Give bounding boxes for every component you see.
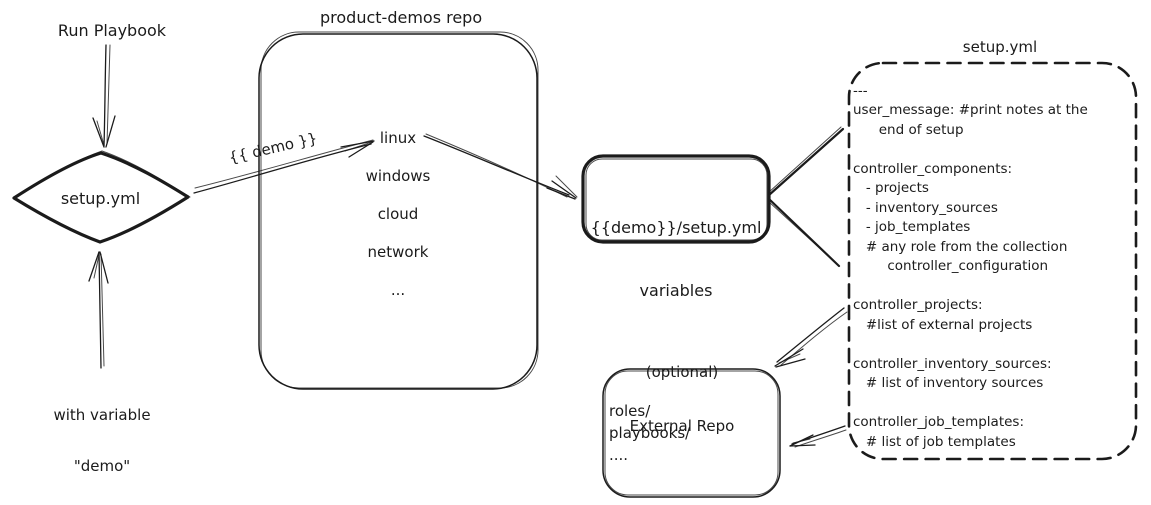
- external-repo-item-playbooks: playbooks/: [609, 424, 691, 442]
- external-repo-title: (optional) External Repo: [607, 327, 757, 471]
- yaml-line: controller_components:: [853, 160, 1013, 177]
- with-variable-line1: with variable: [53, 406, 151, 424]
- setup-file-title: setup.yml: [962, 38, 1038, 56]
- external-repo-shape: [602, 368, 781, 498]
- external-repo-content: roles/ playbooks/ ....: [609, 400, 769, 466]
- repo-item-network: network: [367, 243, 429, 261]
- variables-box-line2: variables: [639, 281, 713, 300]
- yaml-line: # any role from the collection: [853, 238, 1068, 255]
- with-variable-label: with variable "demo": [27, 373, 177, 505]
- diamond-shape: [12, 150, 191, 244]
- yaml-line: end of setup: [853, 121, 964, 138]
- job-templates-to-external-arrow: [789, 425, 847, 448]
- external-repo-title-line2: External Repo: [629, 417, 735, 435]
- yaml-line: - projects: [853, 180, 929, 197]
- yaml-line: controller_configuration: [853, 258, 1049, 275]
- setup-file-box-shape: [847, 61, 1138, 461]
- yaml-line: controller_job_templates:: [853, 414, 1025, 431]
- external-repo-item-roles: roles/: [609, 402, 651, 420]
- with-variable-arrow: [88, 251, 109, 369]
- yaml-line: #list of external projects: [853, 316, 1033, 333]
- diamond-label: setup.yml: [60, 189, 141, 208]
- variables-to-file-lines: [767, 126, 845, 268]
- yaml-line: [853, 276, 1133, 296]
- yaml-line: [853, 335, 1133, 355]
- with-variable-line2: "demo": [73, 457, 131, 475]
- run-playbook-label: Run Playbook: [57, 21, 167, 40]
- yaml-line: [853, 140, 1133, 160]
- repo-box-title: product-demos repo: [320, 8, 483, 27]
- demo-arrow: [193, 139, 375, 194]
- yaml-line: - job_templates: [853, 219, 971, 236]
- yaml-line: user_message: #print notes at the: [853, 102, 1088, 119]
- repo-item-cloud: cloud: [377, 205, 419, 223]
- repo-item-linux: linux: [379, 129, 417, 147]
- yaml-line: controller_projects:: [853, 297, 983, 314]
- yaml-line: # list of inventory sources: [853, 375, 1044, 392]
- variables-box-line1: {{demo}}/setup.yml: [590, 218, 762, 237]
- projects-to-external-arrow: [774, 307, 848, 368]
- yaml-line: # list of job templates: [853, 433, 1016, 450]
- yaml-line: ---: [853, 82, 868, 99]
- repo-item-list: linux windows cloud network ...: [328, 119, 468, 309]
- external-repo-item-ellipsis: ....: [609, 446, 629, 464]
- external-repo-title-line1: (optional): [645, 363, 719, 381]
- yaml-line: controller_inventory_sources:: [853, 355, 1052, 372]
- repo-item-windows: windows: [365, 167, 431, 185]
- repo-item-ellipsis: ...: [390, 281, 406, 299]
- setup-file-content: --- user_message: #print notes at the en…: [853, 81, 1133, 452]
- yaml-line: - inventory_sources: [853, 199, 998, 216]
- repo-box-shape: [258, 31, 539, 390]
- variables-box-label: {{demo}}/setup.yml variables: [586, 175, 766, 343]
- linux-to-variables-arrow: [423, 133, 578, 200]
- run-playbook-arrow: [92, 44, 116, 148]
- yaml-line: [853, 393, 1133, 413]
